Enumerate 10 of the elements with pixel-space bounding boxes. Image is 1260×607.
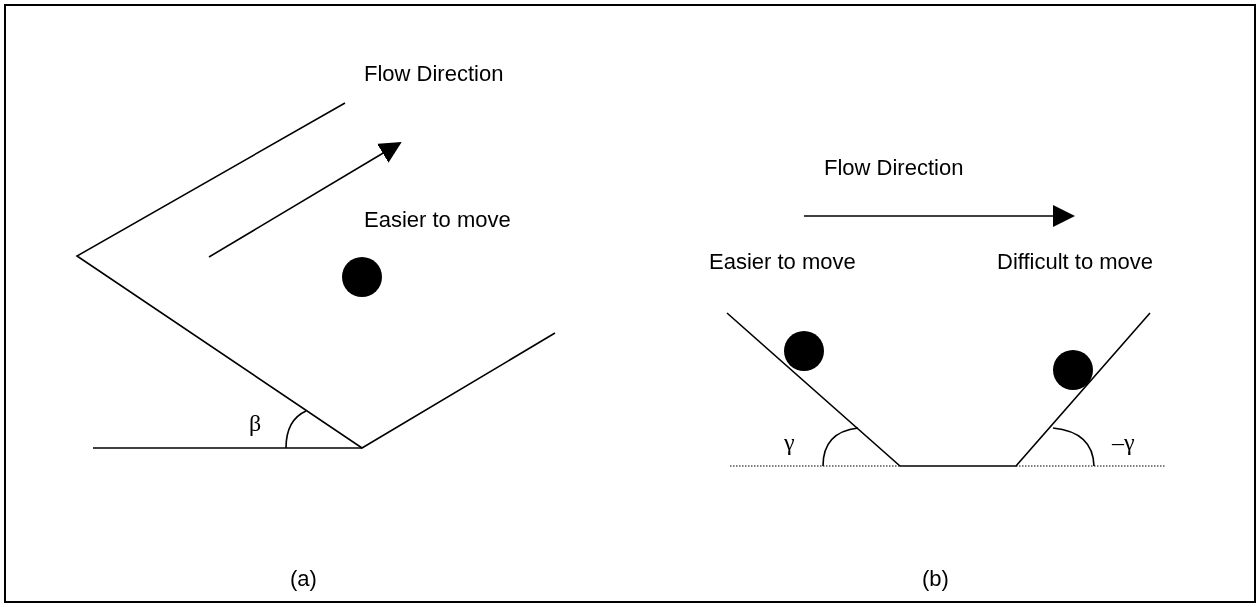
angle-label: γ xyxy=(784,429,795,455)
panel-label: (b) xyxy=(922,566,949,592)
flow-direction-label: Flow Direction xyxy=(824,155,964,181)
caption-label: Easier to move xyxy=(364,207,511,233)
caption-label: Difficult to move xyxy=(997,249,1154,275)
angle-label: β xyxy=(249,410,262,436)
caption-label: Easier to move xyxy=(709,249,856,275)
flow-direction-label: Flow Direction xyxy=(364,61,504,87)
angle-label: –γ xyxy=(1112,429,1135,455)
panel-label: (a) xyxy=(290,566,317,592)
